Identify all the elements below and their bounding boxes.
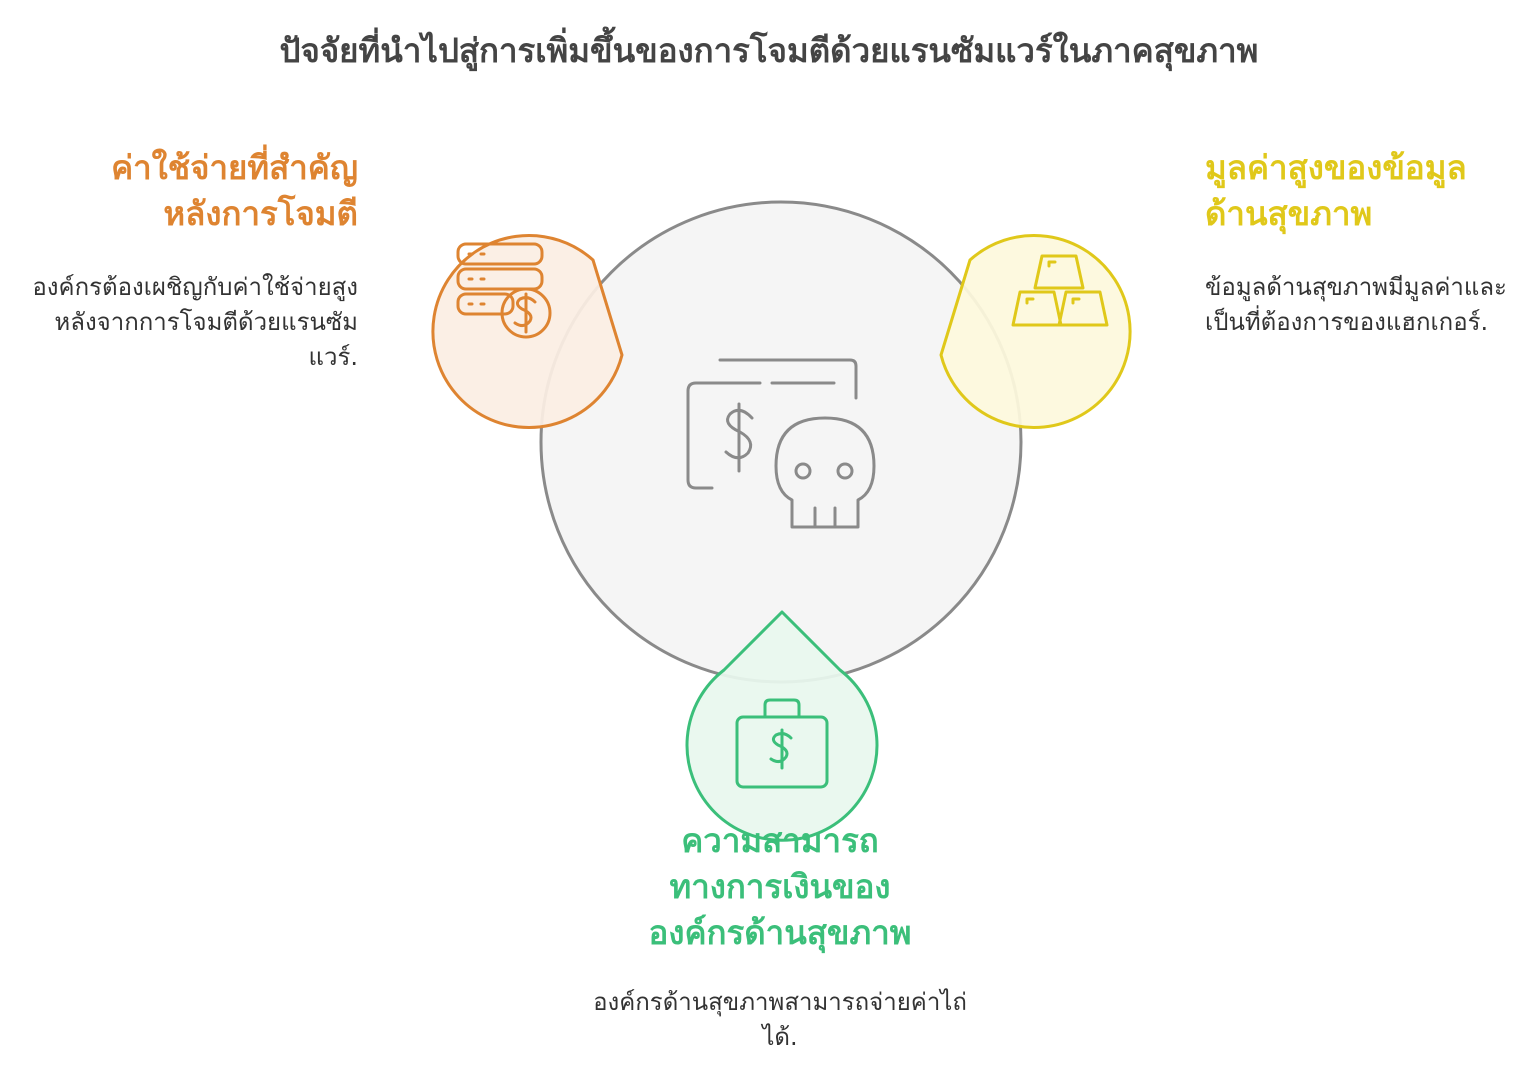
factor-heading-data-value: มูลค่าสูงของข้อมูล ด้านสุขภาพ — [1205, 145, 1525, 237]
factor-heading-costs-line1: ค่าใช้จ่ายที่สำคัญ — [111, 148, 358, 187]
factor-heading-financial-capacity: ความสามารถ ทางการเงินของ องค์กรด้านสุขภา… — [590, 818, 970, 956]
factor-heading-data-value-line2: ด้านสุขภาพ — [1205, 194, 1373, 233]
factor-heading-costs: ค่าใช้จ่ายที่สำคัญ หลังการโจมตี — [40, 145, 358, 237]
factor-heading-data-value-line1: มูลค่าสูงของข้อมูล — [1205, 148, 1467, 187]
factor-heading-financial-capacity-line2: ทางการเงินของ — [669, 867, 891, 906]
factor-heading-costs-line2: หลังการโจมตี — [163, 194, 358, 233]
ransomware-skull-dollar-icon — [686, 358, 876, 529]
factor-description-financial-capacity: องค์กรด้านสุขภาพสามารถจ่ายค่าไถ่ได้. — [593, 988, 967, 1051]
factor-heading-financial-capacity-line1: ความสามารถ — [681, 821, 879, 860]
factor-description-data-value: ข้อมูลด้านสุขภาพมีมูลค่าและเป็นที่ต้องกา… — [1205, 273, 1507, 336]
green-teardrop — [685, 610, 879, 842]
factor-description-costs: องค์กรต้องเผชิญกับค่าใช้จ่ายสูงหลังจากกา… — [32, 273, 358, 371]
diagram-title: ปัจจัยที่นำไปสู่การเพิ่มขึ้นของการโจมตีด… — [279, 31, 1259, 70]
yellow-teardrop — [939, 234, 1132, 429]
gold-bars-icon — [1011, 254, 1109, 327]
server-dollar-icon — [456, 242, 552, 339]
factor-heading-financial-capacity-line3: องค์กรด้านสุขภาพ — [648, 913, 912, 952]
money-bag-icon — [735, 698, 829, 789]
